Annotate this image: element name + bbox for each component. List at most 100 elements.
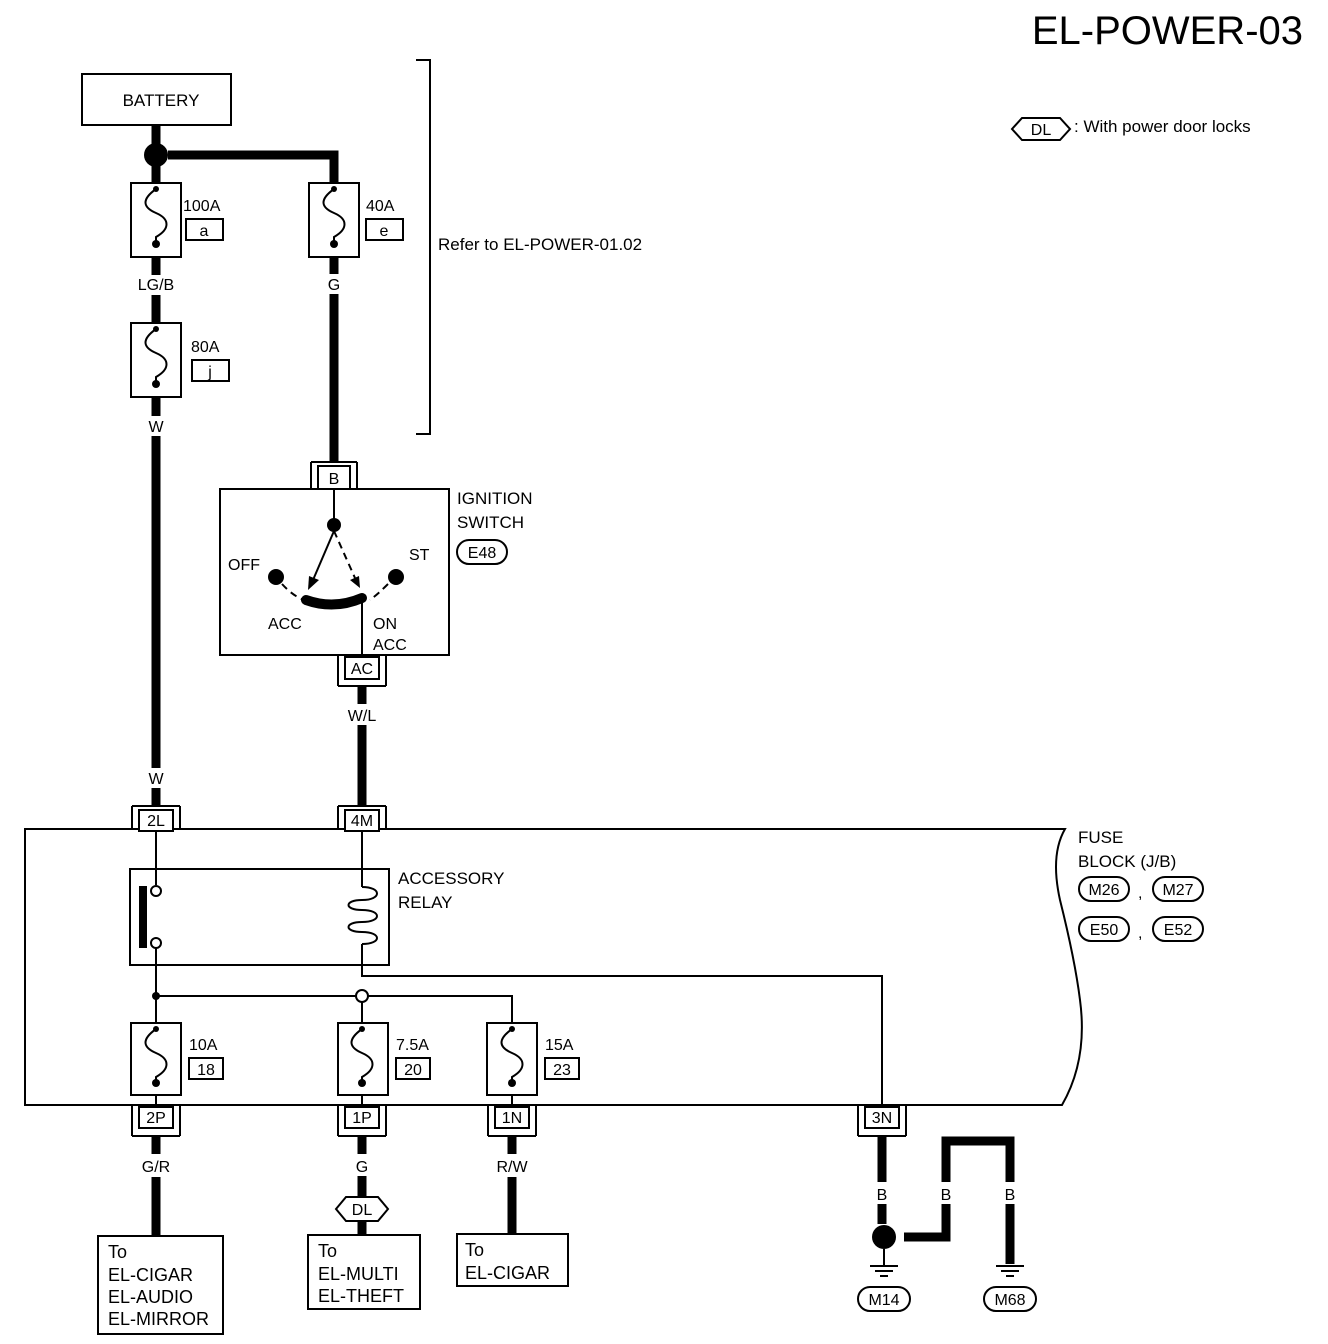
destination-3-line2: EL-CIGAR [465, 1263, 550, 1283]
ground-m68: M68 [983, 1265, 1037, 1312]
terminal-2l: 2L [131, 805, 181, 832]
wire-label-b3: B [1005, 1187, 1016, 1204]
connector-m27: M27 [1162, 882, 1193, 899]
wire-battery-40a [168, 150, 339, 183]
terminal-1n-label: 1N [502, 1110, 522, 1127]
refer-note: Refer to EL-POWER-01.02 [438, 235, 642, 254]
ignition-on-line2: ACC [373, 637, 407, 654]
terminal-3n-label: 3N [872, 1110, 892, 1127]
dl-wire-marker [334, 1196, 390, 1222]
inner-bus [156, 995, 513, 1023]
connector-separator: , [1138, 885, 1142, 902]
page-title: EL-POWER-03 [1032, 9, 1303, 53]
ignition-switch: B OFF ST ACC ON ACC AC IGNITION SWITCH E… [219, 461, 533, 687]
fuse-block-connectors: M26 , M27 E50 , E52 [1078, 876, 1204, 942]
connector-m26: M26 [1088, 882, 1119, 899]
destination-2-line3: EL-THEFT [318, 1286, 404, 1306]
wire-label-g-top: G [328, 277, 340, 294]
connector-e52: E52 [1164, 922, 1193, 939]
fuse-15a: 15A 23 [486, 1022, 580, 1105]
legend: DL : With power door locks [1010, 117, 1251, 141]
destination-3-line1: To [465, 1240, 484, 1260]
wire-label-gr: G/R [142, 1159, 170, 1176]
fuse-7-5a-id: 20 [404, 1062, 422, 1079]
ignition-acc: ACC [268, 616, 302, 633]
dl-legend-marker [1010, 117, 1072, 141]
wire-label-lgb: LG/B [138, 277, 174, 294]
fuse-100a-id: a [200, 223, 209, 240]
fuse-10a-id: 18 [197, 1062, 215, 1079]
battery-label: BATTERY [123, 91, 200, 110]
wire-label-w-mid: W [148, 419, 164, 436]
wire-label-g-low: G [356, 1159, 368, 1176]
legend-code: DL [1031, 122, 1052, 139]
fuse-15a-amp: 15A [545, 1037, 574, 1054]
terminal-2l-label: 2L [147, 813, 165, 830]
ground-m68-label: M68 [994, 1292, 1025, 1309]
ignition-on-line1: ON [373, 616, 397, 633]
ignition-st: ST [409, 547, 430, 564]
fuse-7-5a-amp: 7.5A [396, 1037, 429, 1054]
destination-2-line2: EL-MULTI [318, 1264, 399, 1284]
wire-label-rw: R/W [496, 1159, 528, 1176]
ignition-connector: E48 [468, 545, 497, 562]
relay-name-line1: ACCESSORY [398, 869, 504, 888]
connector-e50: E50 [1090, 922, 1119, 939]
wire-label-b1: B [877, 1187, 888, 1204]
legend-text: : With power door locks [1074, 117, 1251, 136]
terminal-4m: 4M [337, 805, 387, 832]
wire-label-w-low: W [148, 771, 164, 788]
ground-m14: M14 [857, 1249, 911, 1312]
terminal-4m-label: 4M [351, 813, 373, 830]
terminal-1n: 1N [487, 1105, 537, 1137]
ignition-terminal-top: B [329, 471, 340, 488]
fuse-15a-id: 23 [553, 1062, 571, 1079]
fuse-80a-amp: 80A [191, 339, 220, 356]
destination-1-line3: EL-AUDIO [108, 1287, 193, 1307]
ignition-name-line1: IGNITION [457, 489, 533, 508]
fuse-40a-amp: 40A [366, 198, 395, 215]
wire-b2-link [904, 1204, 951, 1242]
accessory-relay: ACCESSORY RELAY [129, 868, 504, 966]
destination-2: To EL-MULTI EL-THEFT [307, 1234, 421, 1310]
fuse-100a: 100A a [130, 182, 224, 258]
refer-bracket [416, 59, 431, 435]
ignition-off: OFF [228, 557, 260, 574]
ground-m14-label: M14 [868, 1292, 899, 1309]
wire-label-b2: B [941, 1187, 952, 1204]
destination-1-line4: EL-MIRROR [108, 1309, 209, 1329]
dl-wire-marker-label: DL [352, 1202, 373, 1219]
destination-3: To EL-CIGAR [456, 1233, 569, 1287]
ignition-name-line2: SWITCH [457, 513, 524, 532]
ignition-terminal-bottom: AC [351, 661, 373, 678]
fuse-40a-id: e [380, 223, 389, 240]
ground-junction-dot [872, 1225, 896, 1249]
fuse-80a: 80A j [130, 322, 230, 398]
fuse-7-5a: 7.5A 20 [337, 1022, 431, 1105]
relay-name-line2: RELAY [398, 893, 453, 912]
fuse-block-name-line2: BLOCK (J/B) [1078, 852, 1176, 871]
destination-1-line1: To [108, 1242, 127, 1262]
connector-separator-2: , [1138, 925, 1142, 942]
junction-dot-battery [144, 143, 168, 167]
fuse-10a: 10A 18 [130, 1022, 224, 1105]
terminal-2p: 2P [131, 1105, 181, 1137]
fuse-40a: 40A e [308, 182, 404, 258]
fuse-80a-id: j [207, 364, 212, 381]
fuse-10a-amp: 10A [189, 1037, 218, 1054]
fuse-100a-amp: 100A [183, 198, 221, 215]
terminal-2p-label: 2P [146, 1110, 166, 1127]
destination-1: To EL-CIGAR EL-AUDIO EL-MIRROR [97, 1235, 224, 1335]
battery-box [81, 73, 232, 126]
bus-junction-mid [355, 989, 369, 1003]
terminal-3n: 3N [857, 1105, 907, 1137]
terminal-1p-label: 1P [352, 1110, 372, 1127]
destination-2-line1: To [318, 1241, 337, 1261]
inner-wire-coil-3n [361, 965, 883, 1105]
wire-label-wl: W/L [348, 708, 377, 725]
wire-b2-top [941, 1136, 1015, 1182]
destination-1-line2: EL-CIGAR [108, 1265, 193, 1285]
terminal-1p: 1P [337, 1105, 387, 1137]
fuse-block-name-line1: FUSE [1078, 828, 1123, 847]
